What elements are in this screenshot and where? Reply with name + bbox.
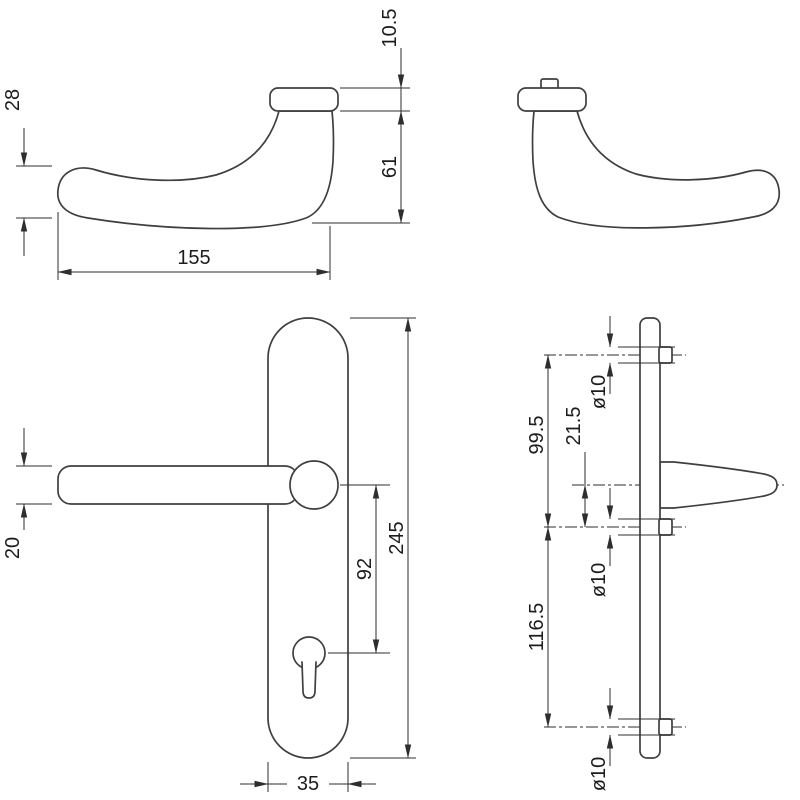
cylinder-keyhole-tail <box>301 661 317 699</box>
dimension-plate-length: 245 <box>350 317 416 759</box>
screw-boss-top <box>658 346 673 364</box>
dimension-plate-width: 35 <box>240 762 376 795</box>
dim-label-28: 28 <box>2 89 24 111</box>
dim-label-99-5: 99.5 <box>526 416 548 455</box>
screw-boss-middle <box>658 518 673 536</box>
dimension-screw-diameter-middle: ø10 <box>588 488 675 597</box>
handle-side-grip-outline <box>57 110 335 230</box>
handle-front-grip-outline <box>531 110 781 229</box>
dim-label-10-5: 10.5 <box>379 9 401 48</box>
dim-label-61: 61 <box>379 156 401 178</box>
screw-boss-bottom <box>658 718 673 736</box>
dim-label-116-5: 116.5 <box>526 603 548 652</box>
dim-label-dia10-bottom: ø10 <box>588 757 610 791</box>
dim-label-92: 92 <box>354 558 376 580</box>
handle-front-view <box>517 78 781 229</box>
handle-neck-profile <box>659 461 778 509</box>
dim-label-dia10-top: ø10 <box>588 375 610 409</box>
backplate-side-outline <box>639 317 661 759</box>
handle-bearing-circle <box>289 460 339 510</box>
plate-front-view: 20 92 245 35 <box>2 317 416 795</box>
dimension-base-height-and-drop: 10.5 61 <box>312 9 410 224</box>
plate-side-view: 99.5 21.5 116.5 ø10 ø10 <box>526 316 784 791</box>
dimension-handle-to-cylinder: 92 <box>328 484 390 654</box>
dimension-handle-to-mid-screw: 21.5 <box>563 407 589 528</box>
dimension-handle-length: 155 <box>57 212 331 280</box>
dim-label-155: 155 <box>177 247 210 269</box>
handle-front-base-outline <box>517 87 587 112</box>
handle-side-base-outline <box>269 87 339 112</box>
dimension-grip-thickness: 28 <box>2 89 52 256</box>
lever-grip-outline <box>57 465 299 505</box>
dim-label-20: 20 <box>2 537 24 559</box>
dimension-screw-diameter-top: ø10 <box>588 316 675 409</box>
dim-label-245: 245 <box>386 521 408 554</box>
dim-label-21-5: 21.5 <box>563 407 585 446</box>
dimension-top-screw-spacing: 99.5 <box>526 354 552 528</box>
backplate-outline <box>267 317 349 759</box>
dim-label-dia10-middle: ø10 <box>588 563 610 597</box>
dimension-screw-diameter-bottom: ø10 <box>588 688 675 791</box>
dimension-mid-to-bottom-screw: 116.5 <box>526 526 552 728</box>
dimension-lever-height: 20 <box>2 428 52 559</box>
dim-label-35: 35 <box>297 773 319 795</box>
handle-side-view: 28 155 10.5 61 <box>2 9 410 280</box>
